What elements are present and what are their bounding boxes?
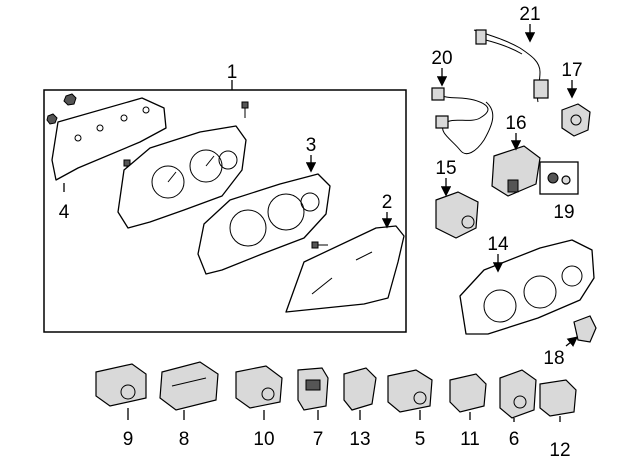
switch-9 (95, 363, 147, 420)
bulb-box-19 (539, 161, 579, 195)
callout-15: 15 (435, 158, 456, 179)
callout-7: 7 (313, 429, 324, 450)
wiring-connector (473, 24, 549, 103)
lens (285, 212, 405, 313)
callout-1: 1 (227, 62, 238, 83)
callout-10: 10 (253, 429, 274, 450)
callout-11: 11 (460, 429, 480, 450)
callout-14: 14 (487, 234, 509, 255)
callout-12: 12 (549, 440, 570, 461)
rear-panel (51, 97, 167, 192)
instrument-cluster-frame (43, 80, 407, 333)
gauge-face (197, 155, 331, 275)
switch-11 (449, 373, 487, 420)
cluster-14 (459, 239, 595, 335)
switch-8 (159, 361, 219, 420)
cluster-housing (117, 125, 247, 229)
switch-5 (387, 369, 433, 420)
callout-8: 8 (179, 429, 190, 450)
callout-3: 3 (306, 135, 317, 156)
callout-18: 18 (543, 348, 564, 369)
callout-4: 4 (59, 202, 70, 223)
knob-18 (565, 315, 597, 347)
callout-6: 6 (509, 429, 520, 450)
callout-17: 17 (561, 60, 582, 81)
switch-15 (435, 178, 479, 239)
callout-16: 16 (505, 113, 526, 134)
switch-7 (297, 367, 329, 420)
callout-19: 19 (553, 202, 574, 223)
switch-12 (539, 379, 577, 422)
module-16 (491, 133, 541, 197)
switch-10 (235, 365, 283, 420)
callout-21: 21 (519, 4, 540, 25)
switch-13 (343, 367, 377, 420)
callout-2: 2 (382, 192, 393, 213)
callout-20: 20 (431, 48, 452, 69)
callout-5: 5 (415, 429, 426, 450)
sensor-17 (561, 80, 591, 137)
switch-6 (499, 369, 537, 422)
callout-9: 9 (123, 429, 134, 450)
wire-harness (431, 68, 494, 155)
callout-13: 13 (349, 429, 370, 450)
